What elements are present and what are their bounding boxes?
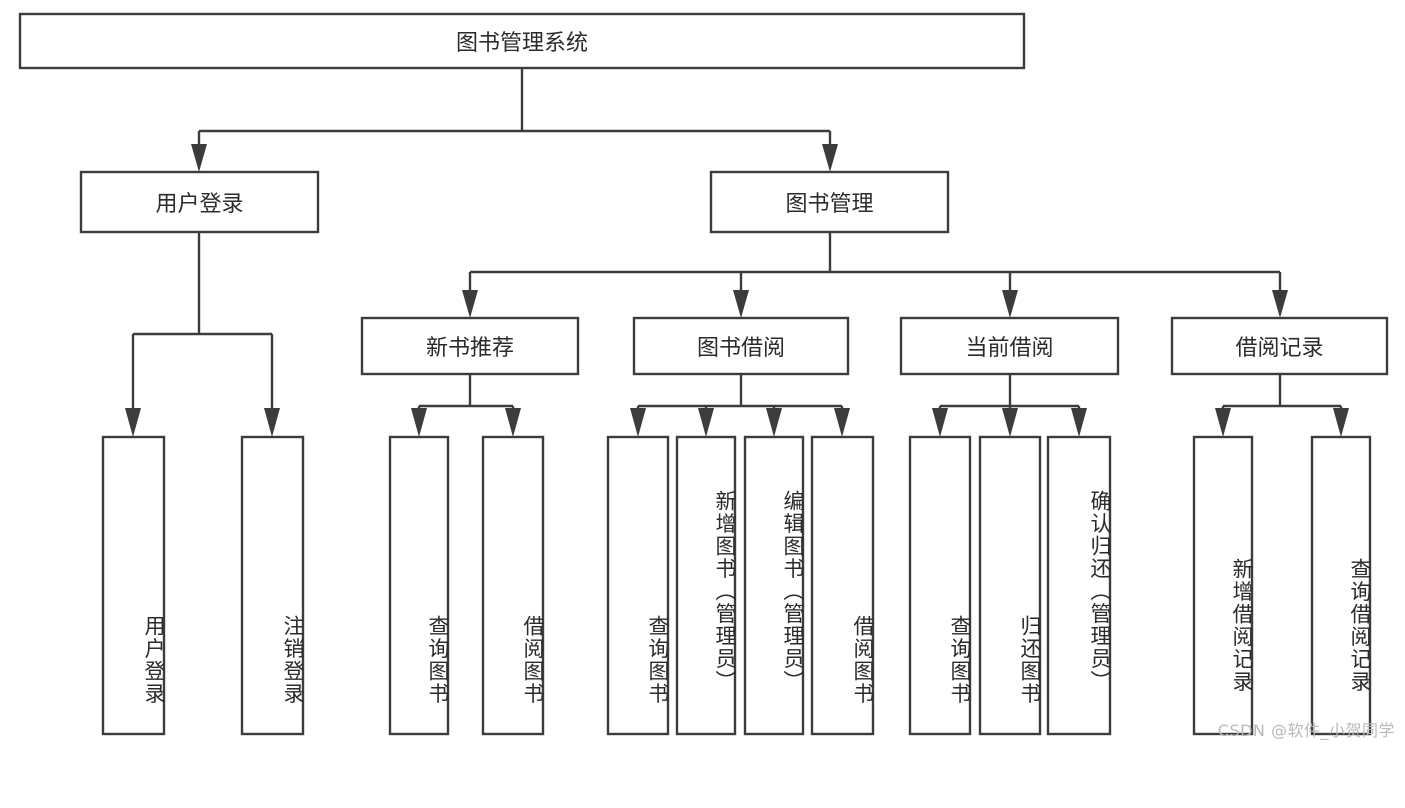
node-box-newbook[interactable] (360, 316, 580, 376)
node-box-leaf11[interactable] (1046, 435, 1112, 736)
connector-root-to-level1 (191, 68, 838, 172)
node-box-leaf13[interactable] (1310, 435, 1372, 736)
connector-newbook-to-leaves (411, 374, 521, 437)
diagram-canvas: 图书管理系统 用户登录 图书管理 新书推荐 图书借阅 当前借阅 借阅记录 用户登… (18, 12, 1395, 740)
connector-records-to-leaves (1215, 374, 1349, 437)
node-box-current[interactable] (899, 316, 1120, 376)
connector-bookmgmt-to-level2 (462, 232, 1288, 318)
node-box-leaf8[interactable] (810, 435, 875, 736)
node-box-root[interactable] (18, 12, 1026, 70)
node-box-leaf12[interactable] (1192, 435, 1254, 736)
node-box-leaf2[interactable] (240, 435, 305, 736)
node-box-borrow[interactable] (632, 316, 850, 376)
node-box-leaf4[interactable] (481, 435, 545, 736)
node-box-leaf7[interactable] (743, 435, 805, 736)
connector-borrow-to-leaves (630, 374, 850, 437)
node-box-leaf1[interactable] (101, 435, 166, 736)
diagram-svg (18, 12, 1389, 736)
node-box-records[interactable] (1170, 316, 1389, 376)
node-box-leaf3[interactable] (388, 435, 450, 736)
node-box-login[interactable] (79, 170, 320, 234)
node-box-leaf6[interactable] (675, 435, 737, 736)
node-box-leaf5[interactable] (606, 435, 670, 736)
node-box-leaf10[interactable] (978, 435, 1042, 736)
connector-login-to-leaves (125, 232, 280, 437)
node-box-leaf9[interactable] (908, 435, 972, 736)
node-box-bookmgmt[interactable] (709, 170, 950, 234)
connector-current-to-leaves (932, 374, 1087, 437)
